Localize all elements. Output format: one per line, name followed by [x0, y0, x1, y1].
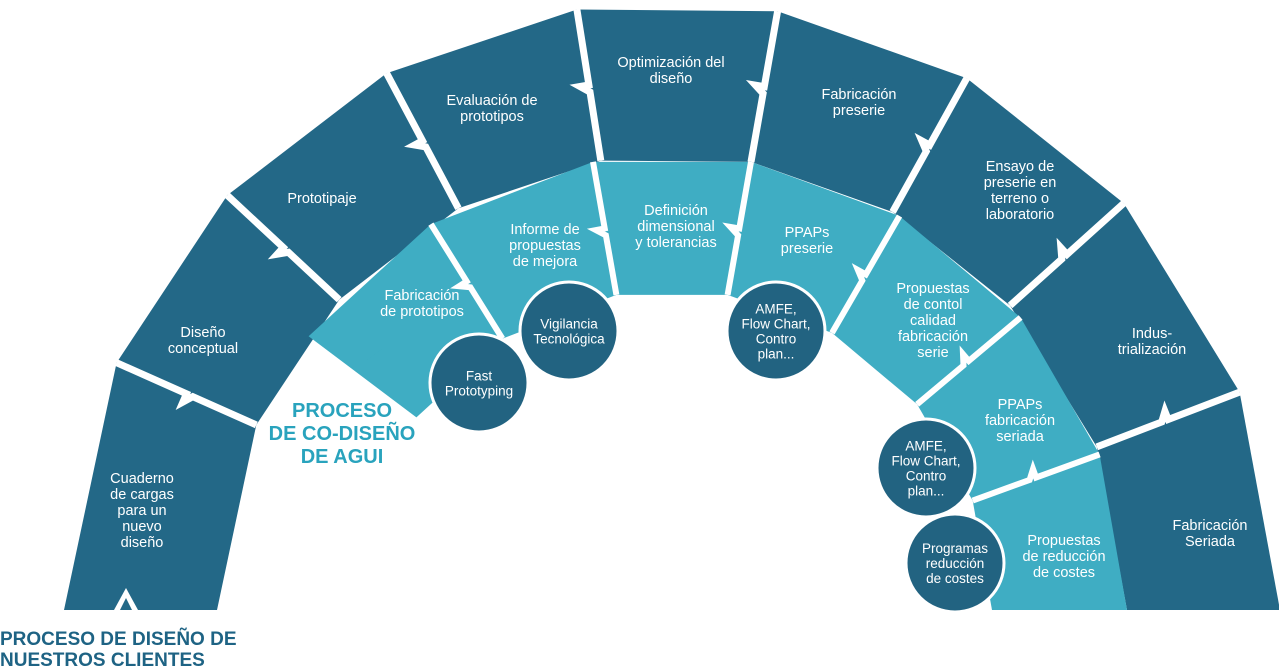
outer-segment-label: Indus-trialización: [1118, 326, 1187, 358]
outer-segment: [64, 362, 257, 610]
outer-separator: [889, 76, 970, 214]
outer-separator: [383, 71, 462, 210]
inner-separator: [722, 161, 754, 296]
outer-segment: [386, 9, 601, 209]
outer-segment: [576, 9, 778, 162]
circle-badge: [904, 512, 1006, 614]
outer-segment: [751, 11, 967, 213]
inner-separator: [428, 222, 505, 341]
outer-segment: [227, 73, 459, 300]
start-marker-inner-icon: [120, 598, 132, 610]
inner-separator: [971, 451, 1101, 504]
circle-badge: [518, 280, 620, 382]
outer-separator: [224, 192, 342, 303]
outer-separator: [115, 359, 258, 429]
outer-segment: [1010, 203, 1240, 447]
inner-separator: [586, 161, 620, 296]
outer-segment: [1096, 392, 1279, 610]
outer-separator: [745, 10, 782, 163]
circle-badge: [875, 417, 977, 519]
inner-separator: [915, 315, 1023, 407]
outer-separator: [1095, 388, 1241, 451]
outer-segment-label: Prototipaje: [287, 191, 356, 207]
arrow-marker-icon: [367, 349, 382, 360]
inner-segment: [832, 216, 1021, 405]
circle-badge: [725, 280, 827, 382]
outer-separator: [1007, 200, 1127, 309]
outer-separator: [569, 8, 605, 162]
circle-badge: [428, 332, 530, 434]
inner-segment: [593, 161, 751, 295]
inner-separator: [829, 214, 903, 335]
inner-segment: [972, 454, 1127, 610]
